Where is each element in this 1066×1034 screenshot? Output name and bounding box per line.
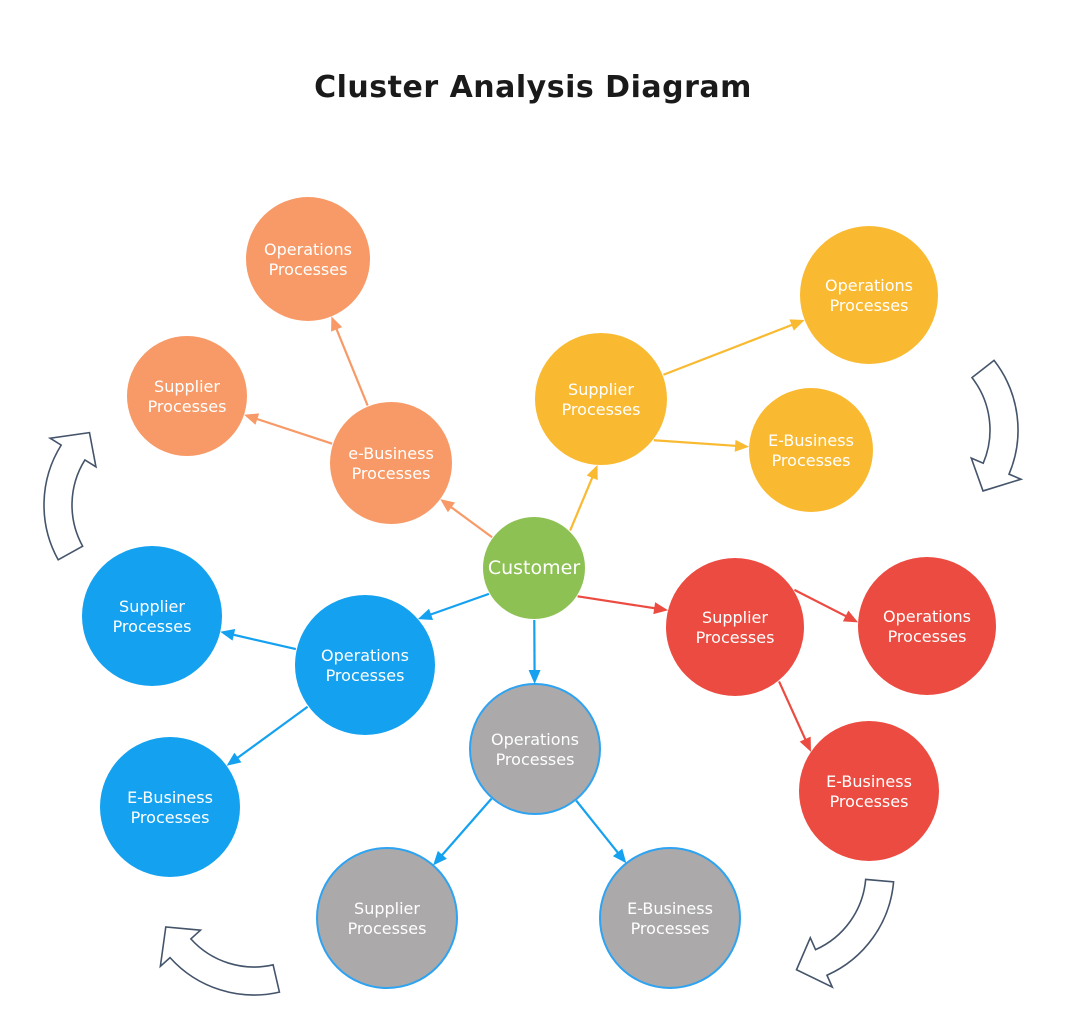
cluster-nodes <box>82 197 996 989</box>
rotation-arrow-left-icon <box>43 431 98 561</box>
edge-line <box>437 797 493 860</box>
edge-line <box>663 321 798 376</box>
node-red-hub-supplier <box>666 558 804 696</box>
node-gray-supplier <box>316 847 458 989</box>
arrowhead-icon <box>586 464 598 481</box>
rotation-arrows <box>43 359 1024 996</box>
edge-customer--orange-hub-e-business <box>440 499 493 539</box>
node-red-e-business <box>799 721 939 861</box>
edge-line <box>446 503 493 539</box>
node-blue-e-business <box>100 737 240 877</box>
arrowhead-icon <box>244 413 260 425</box>
node-blue-hub-operations <box>295 595 435 735</box>
arrowhead-icon <box>440 499 456 513</box>
node-yellow-operations <box>800 226 938 364</box>
node-gray-hub-operations <box>469 683 601 815</box>
edge-gray-hub-operations--gray-e-business <box>575 799 627 864</box>
edge-line <box>653 439 741 448</box>
arrowhead-icon <box>417 608 434 621</box>
rotation-arrow-bottom-left-icon <box>159 926 281 996</box>
edge-customer--blue-hub-operations <box>417 592 490 621</box>
edge-line <box>333 323 369 406</box>
edge-red-hub-supplier--red-operations <box>793 588 859 623</box>
node-yellow-hub-supplier <box>535 333 667 465</box>
edge-line <box>577 595 660 611</box>
node-orange-supplier <box>127 336 247 456</box>
node-yellow-e-business <box>749 388 873 512</box>
arrowhead-icon <box>653 602 669 615</box>
arrowhead-icon <box>528 669 541 685</box>
node-label-customer: Customer <box>488 557 580 579</box>
edge-orange-hub-e-business--orange-operations <box>331 316 369 406</box>
edge-yellow-hub-supplier--yellow-e-business <box>653 439 750 452</box>
rotation-arrow-bottom-right-icon <box>795 878 895 989</box>
arrowhead-icon <box>789 319 805 331</box>
arrowhead-icon <box>226 752 242 766</box>
arrowhead-icon <box>433 850 447 866</box>
edge-line <box>425 592 490 618</box>
node-gray-e-business <box>599 847 741 989</box>
arrowhead-icon <box>612 848 627 864</box>
arrowhead-icon <box>842 610 859 623</box>
node-blue-supplier <box>82 546 222 686</box>
node-customer <box>483 517 585 619</box>
edge-line <box>778 680 809 745</box>
arrowhead-icon <box>220 628 236 641</box>
edge-line <box>232 705 309 762</box>
edge-orange-hub-e-business--orange-supplier <box>244 413 333 445</box>
node-orange-operations <box>246 197 370 321</box>
edge-customer--yellow-hub-supplier <box>569 464 598 532</box>
edge-red-hub-supplier--red-e-business <box>778 680 811 752</box>
rotation-arrow-right-icon <box>969 359 1024 492</box>
edge-line <box>228 632 297 651</box>
edge-yellow-hub-supplier--yellow-operations <box>663 319 805 376</box>
cluster-edges <box>220 316 859 866</box>
arrowhead-icon <box>331 316 343 332</box>
edge-customer--gray-hub-operations <box>528 619 541 685</box>
edge-line <box>569 472 596 532</box>
arrowhead-icon <box>799 736 811 752</box>
edge-line <box>793 588 852 620</box>
edge-blue-hub-operations--blue-supplier <box>220 628 297 651</box>
edge-line <box>251 416 333 445</box>
edge-blue-hub-operations--blue-e-business <box>226 705 309 766</box>
diagram-title: Cluster Analysis Diagram <box>314 70 752 105</box>
arrowhead-icon <box>734 439 750 452</box>
edge-gray-hub-operations--gray-supplier <box>433 797 493 866</box>
node-orange-hub-e-business <box>330 402 452 524</box>
node-red-operations <box>858 557 996 695</box>
edge-line <box>575 799 622 858</box>
edge-customer--red-hub-supplier <box>577 595 669 615</box>
